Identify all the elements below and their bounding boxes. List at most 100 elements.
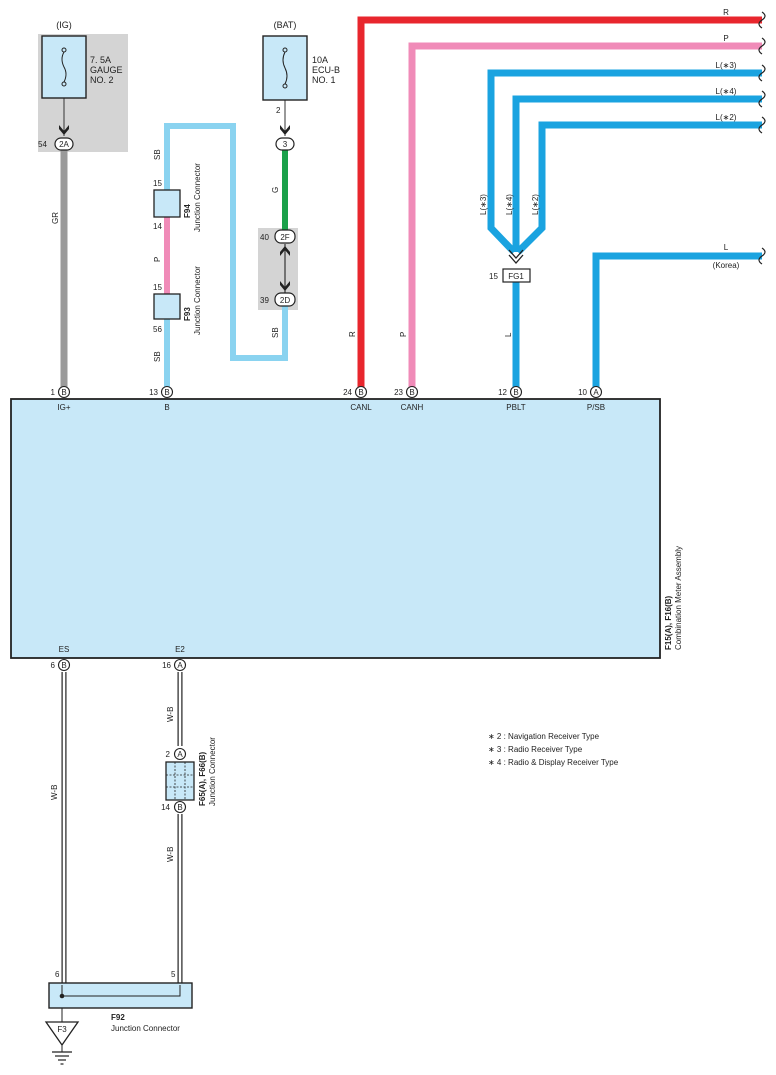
f92-name: F92 [111, 1013, 125, 1022]
wire-label-l-pblt: L [504, 332, 513, 337]
meter-pin-num: 16 [162, 661, 171, 670]
note-radio: ∗ 3 : Radio Receiver Type [488, 745, 583, 754]
bat-fuse-number: NO. 1 [312, 75, 336, 85]
meter-pin-num: 23 [394, 388, 403, 397]
wire-label-sb-right: SB [271, 327, 280, 338]
fg1-chevron-icon [508, 249, 524, 264]
meter-pin-label: P/SB [587, 403, 605, 412]
f92-desc: Junction Connector [111, 1024, 180, 1033]
f92-pin-right: 5 [171, 970, 176, 979]
connector-fg1-pin: 15 [489, 272, 498, 281]
connector-fg1 [502, 268, 531, 283]
wire-label-l3: L(∗3) [716, 61, 737, 70]
f92-pin-left: 6 [55, 970, 60, 979]
bat-fuse [262, 35, 308, 101]
wire-label-sb-top: SB [153, 149, 162, 160]
bat-fuse-name: ECU-B [312, 65, 340, 75]
wire-l3 [487, 69, 762, 255]
ig-fuse-number: NO. 2 [90, 75, 114, 85]
connector-2d-pin: 39 [260, 296, 269, 305]
wire-label-l4: L(∗4) [716, 87, 737, 96]
wire-label-p-vertical: P [399, 332, 408, 337]
wire-label-korea: (Korea) [713, 261, 740, 270]
chevron-up-icon [280, 246, 290, 256]
wire-break-marks [758, 11, 766, 265]
junction-f93 [153, 293, 181, 320]
meter-pin-conn: A [177, 661, 183, 670]
meter-desc: Combination Meter Assembly [674, 546, 683, 650]
meter-name: F15(A), F16(B) [664, 595, 673, 650]
f93-desc: Junction Connector [193, 266, 202, 335]
f94-name: F94 [183, 204, 192, 218]
connector-2a [54, 137, 74, 151]
bat-fuse-pin: 2 [276, 106, 281, 115]
meter-pin-conn: B [61, 661, 66, 670]
wire-label-gr: GR [51, 212, 60, 224]
ig-fuse-rating: 7. 5A [90, 55, 111, 65]
junction-f92 [48, 982, 193, 1009]
wire-label-g: G [271, 187, 280, 193]
wire-label-l3-vertical: L(∗3) [479, 194, 488, 215]
wire-sb-loop [164, 123, 288, 388]
connector-2d-label: 2D [280, 296, 290, 305]
note-radio-display: ∗ 4 : Radio & Display Receiver Type [488, 758, 619, 767]
meter-pin-label: CANL [350, 403, 372, 412]
ig-fuse [41, 35, 87, 99]
f65-conn-top: A [177, 750, 183, 759]
combination-meter-assembly [10, 398, 661, 659]
connector-2a-label: 2A [59, 140, 69, 149]
wire-label-wb-e2-lower: W-B [166, 847, 175, 862]
ig-fuse-pin: 54 [38, 140, 47, 149]
connector-2f-pin: 40 [260, 233, 269, 242]
meter-pin-num: 24 [343, 388, 352, 397]
meter-pin-conn: B [358, 388, 363, 397]
ground-label: F3 [57, 1025, 67, 1034]
meter-pin-num: 1 [51, 388, 56, 397]
f65-desc: Junction Connector [208, 737, 217, 806]
wire-label-r: R [723, 8, 729, 17]
meter-pin-label: PBLT [506, 403, 526, 412]
meter-pin-num: 12 [498, 388, 507, 397]
connector-fg1-label: FG1 [508, 272, 524, 281]
meter-pin-conn: B [61, 388, 66, 397]
wire-label-p: P [723, 34, 728, 43]
bat-source-label: (BAT) [274, 20, 297, 30]
f65-name: F65(A), F66(B) [198, 751, 207, 806]
ig-fuse-name: GAUGE [90, 65, 123, 75]
meter-pin-label: CANH [401, 403, 424, 412]
f65-pin-top: 2 [166, 750, 171, 759]
meter-bottom-pins: ES 6 B E2 16 A [51, 645, 186, 670]
connector-2f-label: 2F [280, 233, 289, 242]
wire-l2 [515, 121, 762, 255]
wire-label-wb-es: W-B [50, 785, 59, 800]
meter-pin-conn: B [164, 388, 169, 397]
meter-pin-conn: B [409, 388, 414, 397]
f94-pin-top: 15 [153, 179, 162, 188]
wire-label-l-korea: L [724, 243, 729, 252]
f94-pin-bottom: 14 [153, 222, 162, 231]
meter-pin-label: B [164, 403, 169, 412]
f93-name: F93 [183, 307, 192, 321]
wire-label-wb-e2-upper: W-B [166, 707, 175, 722]
meter-bottom-pin-circles [57, 658, 187, 672]
meter-pin-num: 6 [51, 661, 56, 670]
meter-pin-num: 10 [578, 388, 587, 397]
wire-label-r-vertical: R [348, 331, 357, 337]
connector-2f [274, 229, 296, 244]
junction-f94 [153, 189, 181, 218]
wire-label-l2-vertical: L(∗2) [531, 194, 540, 215]
meter-pin-conn: B [513, 388, 518, 397]
f93-pin-bottom: 56 [153, 325, 162, 334]
meter-pin-label: ES [59, 645, 70, 654]
meter-pin-num: 13 [149, 388, 158, 397]
f93-pin-top: 15 [153, 283, 162, 292]
ig-source-label: (IG) [56, 20, 72, 30]
connector-3-label: 3 [283, 140, 288, 149]
wire-label-sb-bottom: SB [153, 351, 162, 362]
wire-label-p-junction: P [153, 257, 162, 262]
meter-pin-label: E2 [175, 645, 185, 654]
meter-pin-conn: A [593, 388, 599, 397]
wire-label-l4-vertical: L(∗4) [505, 194, 514, 215]
wire-l4 [512, 95, 762, 252]
connector-2d [274, 292, 296, 307]
